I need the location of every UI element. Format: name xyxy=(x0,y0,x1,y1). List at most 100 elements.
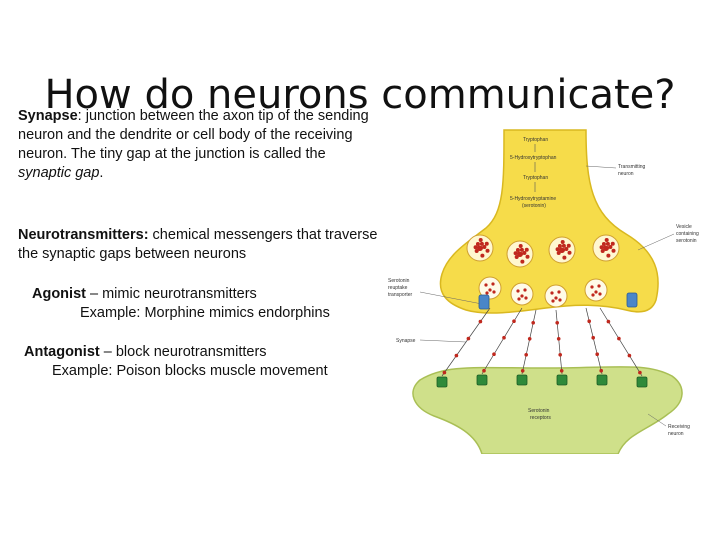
label-reuptake: reuptake xyxy=(388,285,408,291)
label-transmitting-neuron: neuron xyxy=(618,171,634,177)
serotonin-molecule xyxy=(559,369,564,373)
label-transmitting: Transmitting xyxy=(618,164,646,170)
diffusion-path xyxy=(585,307,603,375)
neurotransmitters-text: chemical messengers that traverse the sy… xyxy=(18,227,378,262)
serotonin-molecule xyxy=(599,368,603,373)
slide-title: How do neurons communicate? xyxy=(44,71,676,118)
synapse-diagram: Tryptophan 5-Hydroxytryptophan Tryptopha… xyxy=(386,124,720,454)
vesicle-serotonin-dot xyxy=(594,290,598,294)
serotonin-molecule xyxy=(524,353,528,357)
serotonin-molecule xyxy=(478,319,483,324)
vesicle-serotonin-dot xyxy=(522,251,527,256)
label-vesicle: Vesicle xyxy=(676,224,692,230)
serotonin-molecule xyxy=(606,319,611,324)
vesicle-serotonin-dot xyxy=(520,294,524,298)
label-reuptake-transporter: transporter xyxy=(388,292,413,298)
vesicle-serotonin-dot xyxy=(591,293,595,297)
open-vesicle xyxy=(584,278,608,302)
vesicle-serotonin-dot xyxy=(488,288,492,292)
vesicle-serotonin-dot xyxy=(475,242,480,247)
vesicle-group xyxy=(436,234,648,388)
vesicle-serotonin-dot xyxy=(603,245,608,250)
vesicle-serotonin-dot xyxy=(560,240,565,245)
vesicle-serotonin-dot xyxy=(482,245,487,250)
vesicle-serotonin-dot xyxy=(485,291,489,295)
serotonin-molecule xyxy=(454,353,459,358)
vesicle-serotonin-dot xyxy=(608,245,613,250)
vesicle-serotonin-dot xyxy=(556,251,561,256)
vesicle-serotonin-dot xyxy=(478,238,483,243)
label-serotonin-paren: (serotonin) xyxy=(522,203,546,209)
serotonin-molecule xyxy=(627,353,632,358)
label-receptors-serotonin: Serotonin xyxy=(528,408,550,414)
vesicle-serotonin-dot xyxy=(599,245,604,250)
label-hydroxytryptamine: 5-Hydroxytryptamine xyxy=(510,196,556,202)
neurotransmitters-definition: Neurotransmitters: chemical messengers t… xyxy=(18,226,378,264)
label-reuptake-serotonin: Serotonin xyxy=(388,278,410,284)
synapse-end: . xyxy=(99,165,104,181)
serotonin-molecule xyxy=(587,319,591,323)
reuptake-transporter xyxy=(626,292,638,308)
diffusion-path xyxy=(441,307,491,377)
vesicle-serotonin-dot xyxy=(551,299,555,303)
synapse-text: junction between the axon tip of the sen… xyxy=(18,108,369,162)
label-hydroxytryptophan: 5-Hydroxytryptophan xyxy=(510,155,557,161)
serotonin-molecule xyxy=(555,321,559,325)
vesicle-serotonin-dot xyxy=(598,292,602,296)
vesicle-serotonin-dot xyxy=(485,248,490,253)
vesicle-serotonin-dot xyxy=(564,247,569,252)
reuptake-transporter xyxy=(478,294,490,310)
vesicle-serotonin-dot xyxy=(567,250,572,255)
vesicle-serotonin-dot xyxy=(550,291,554,295)
vesicle-serotonin-dot xyxy=(566,243,571,248)
serotonin-molecule xyxy=(556,337,561,341)
vesicle-serotonin-dot xyxy=(474,249,479,254)
antagonist-example: Example: Poison blocks muscle movement xyxy=(52,363,328,379)
vesicle-serotonin-dot xyxy=(479,241,484,246)
label-receiving-neuron: neuron xyxy=(668,431,684,437)
serotonin-molecule xyxy=(527,337,532,341)
vesicle-serotonin-dot xyxy=(554,296,558,300)
serotonin-molecule xyxy=(591,335,595,340)
vesicle-serotonin-dot xyxy=(520,259,525,264)
serotonin-receptor xyxy=(636,376,648,388)
open-vesicle xyxy=(544,284,568,308)
serotonin-molecule xyxy=(502,335,506,340)
agonist-definition: Agonist – mimic neurotransmitters Exampl… xyxy=(32,285,392,323)
vesicle-serotonin-dot xyxy=(558,298,562,302)
vesicle-serotonin-dot xyxy=(611,248,616,253)
vesicle-serotonin-dot xyxy=(562,255,567,260)
serotonin-receptor xyxy=(596,374,608,386)
agonist-example: Example: Morphine mimics endorphins xyxy=(80,305,330,321)
vesicle-serotonin-dot xyxy=(590,285,594,289)
vesicle-serotonin-dot xyxy=(491,282,495,286)
vesicle-serotonin-dot xyxy=(519,247,524,252)
serotonin-receptor xyxy=(556,374,568,386)
vesicle-serotonin-dot xyxy=(561,243,566,248)
label-vesicle-containing: containing xyxy=(676,231,699,237)
neurotransmitters-term: Neurotransmitters: xyxy=(18,227,149,243)
synapse-term: Synapse xyxy=(18,108,78,124)
serotonin-molecule xyxy=(595,352,599,356)
synapse-diagram-svg: Tryptophan 5-Hydroxytryptophan Tryptopha… xyxy=(388,129,699,454)
vesicle-serotonin-dot xyxy=(523,288,527,292)
vesicle-serotonin-dot xyxy=(525,254,530,259)
serotonin-molecule xyxy=(512,319,516,323)
serotonin-molecule xyxy=(482,368,486,373)
open-vesicle xyxy=(510,282,534,306)
label-tryptophan: Tryptophan xyxy=(523,137,548,143)
serotonin-molecule xyxy=(466,336,471,341)
vesicle-serotonin-dot xyxy=(601,242,606,247)
vesicle-serotonin-dot xyxy=(484,241,489,246)
vesicle-serotonin-dot xyxy=(517,251,522,256)
vesicle-serotonin-dot xyxy=(477,245,482,250)
vesicle-serotonin-dot xyxy=(516,289,520,293)
serotonin-molecule xyxy=(531,321,535,325)
label-tryptophan-2: Tryptophan xyxy=(523,175,548,181)
diffusion-path xyxy=(521,309,537,375)
label-receptors: receptors xyxy=(530,415,551,421)
antagonist-definition: Antagonist – block neurotransmitters Exa… xyxy=(24,343,384,381)
antagonist-term: Antagonist xyxy=(24,344,100,360)
serotonin-receptor xyxy=(476,374,488,386)
receiving-neuron xyxy=(412,366,683,454)
